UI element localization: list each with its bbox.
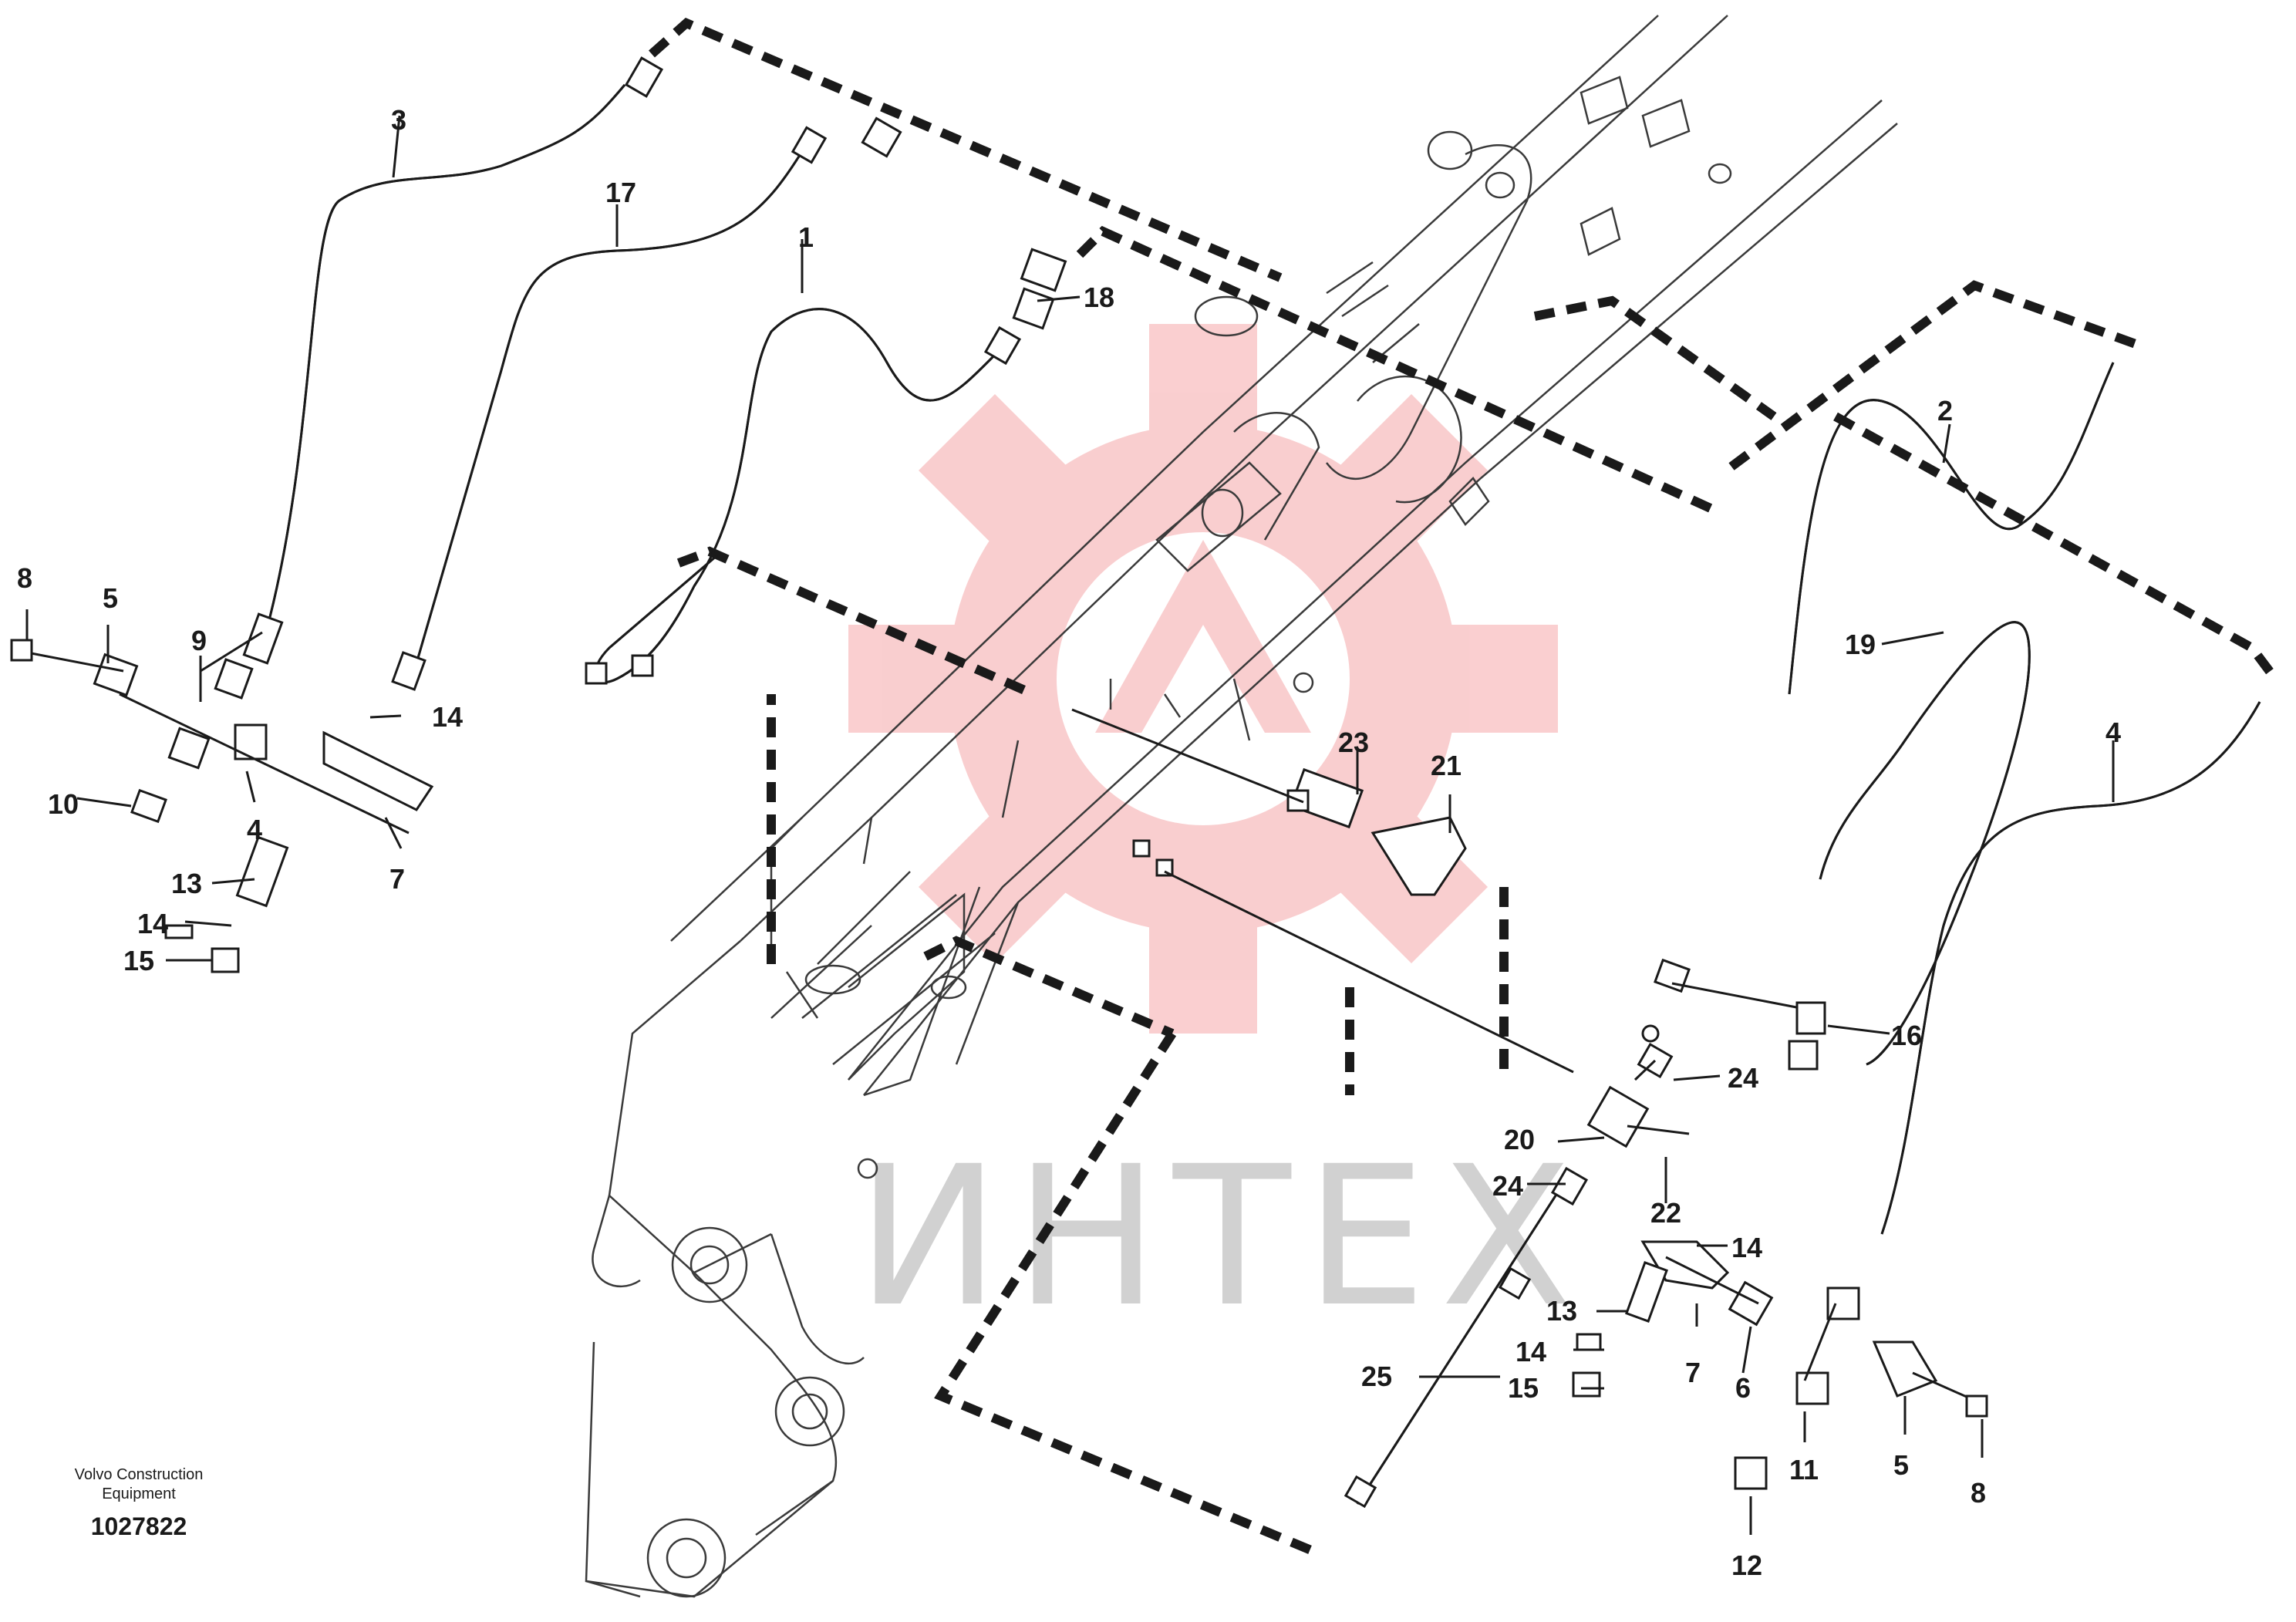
document-number: 1027822 — [91, 1512, 187, 1540]
callout-3: 3 — [391, 104, 406, 136]
callout-25: 25 — [1361, 1361, 1392, 1392]
callout-13-right: 13 — [1546, 1295, 1577, 1327]
callout-19: 19 — [1845, 629, 1876, 660]
callout-2: 2 — [1937, 395, 1953, 427]
hose-3 — [268, 84, 626, 618]
callout-24-top: 24 — [1728, 1062, 1758, 1094]
callout-14-left-top: 14 — [432, 701, 463, 733]
callout-23: 23 — [1338, 727, 1369, 758]
callout-7-right: 7 — [1685, 1357, 1701, 1388]
leader-lines — [25, 115, 2115, 1535]
hoses — [268, 84, 2261, 1505]
publisher-credit: Volvo Construction Equipment 1027822 — [75, 1466, 204, 1540]
callout-13-left: 13 — [171, 868, 202, 899]
callout-15-left: 15 — [123, 945, 154, 976]
hose-4 — [1880, 701, 2261, 1235]
callout-12: 12 — [1731, 1549, 1762, 1581]
credit-line-2: Equipment — [102, 1485, 176, 1502]
watermark-text: ИНТЕХ — [856, 1125, 1586, 1349]
callout-5-left: 5 — [103, 582, 118, 614]
callout-1: 1 — [798, 221, 814, 253]
callout-22: 22 — [1650, 1197, 1681, 1229]
callout-labels: 3 17 1 18 2 19 4 23 21 16 24 20 24 22 14… — [17, 104, 2121, 1581]
callout-4-right: 4 — [2106, 717, 2121, 748]
callout-20: 20 — [1504, 1124, 1535, 1155]
callout-5-right: 5 — [1893, 1449, 1909, 1481]
callout-6: 6 — [1735, 1372, 1751, 1404]
callout-9: 9 — [191, 625, 207, 656]
callout-16: 16 — [1891, 1020, 1922, 1051]
callout-17: 17 — [605, 177, 636, 208]
callout-21: 21 — [1431, 750, 1462, 781]
callout-18: 18 — [1084, 282, 1114, 313]
watermark-gear-logo — [848, 324, 1558, 1034]
callout-14-right-top: 14 — [1731, 1232, 1762, 1263]
credit-line-1: Volvo Construction — [75, 1466, 204, 1483]
callout-24-bottom: 24 — [1492, 1170, 1523, 1202]
hose-19 — [1819, 621, 2031, 1066]
callout-10: 10 — [48, 788, 79, 820]
callout-8-right: 8 — [1971, 1477, 1986, 1509]
callout-8-left: 8 — [17, 562, 32, 594]
routing-dashed-lines — [649, 17, 2279, 1555]
callout-15-right: 15 — [1508, 1372, 1539, 1404]
callout-14-right-bottom: 14 — [1515, 1336, 1546, 1367]
callout-4-left: 4 — [247, 814, 262, 845]
boom-arm-drawing — [585, 15, 1898, 1598]
callout-14-left-bottom: 14 — [137, 908, 168, 939]
fittings — [10, 56, 1988, 1509]
callout-11: 11 — [1789, 1454, 1819, 1485]
callout-7-left: 7 — [389, 863, 405, 895]
